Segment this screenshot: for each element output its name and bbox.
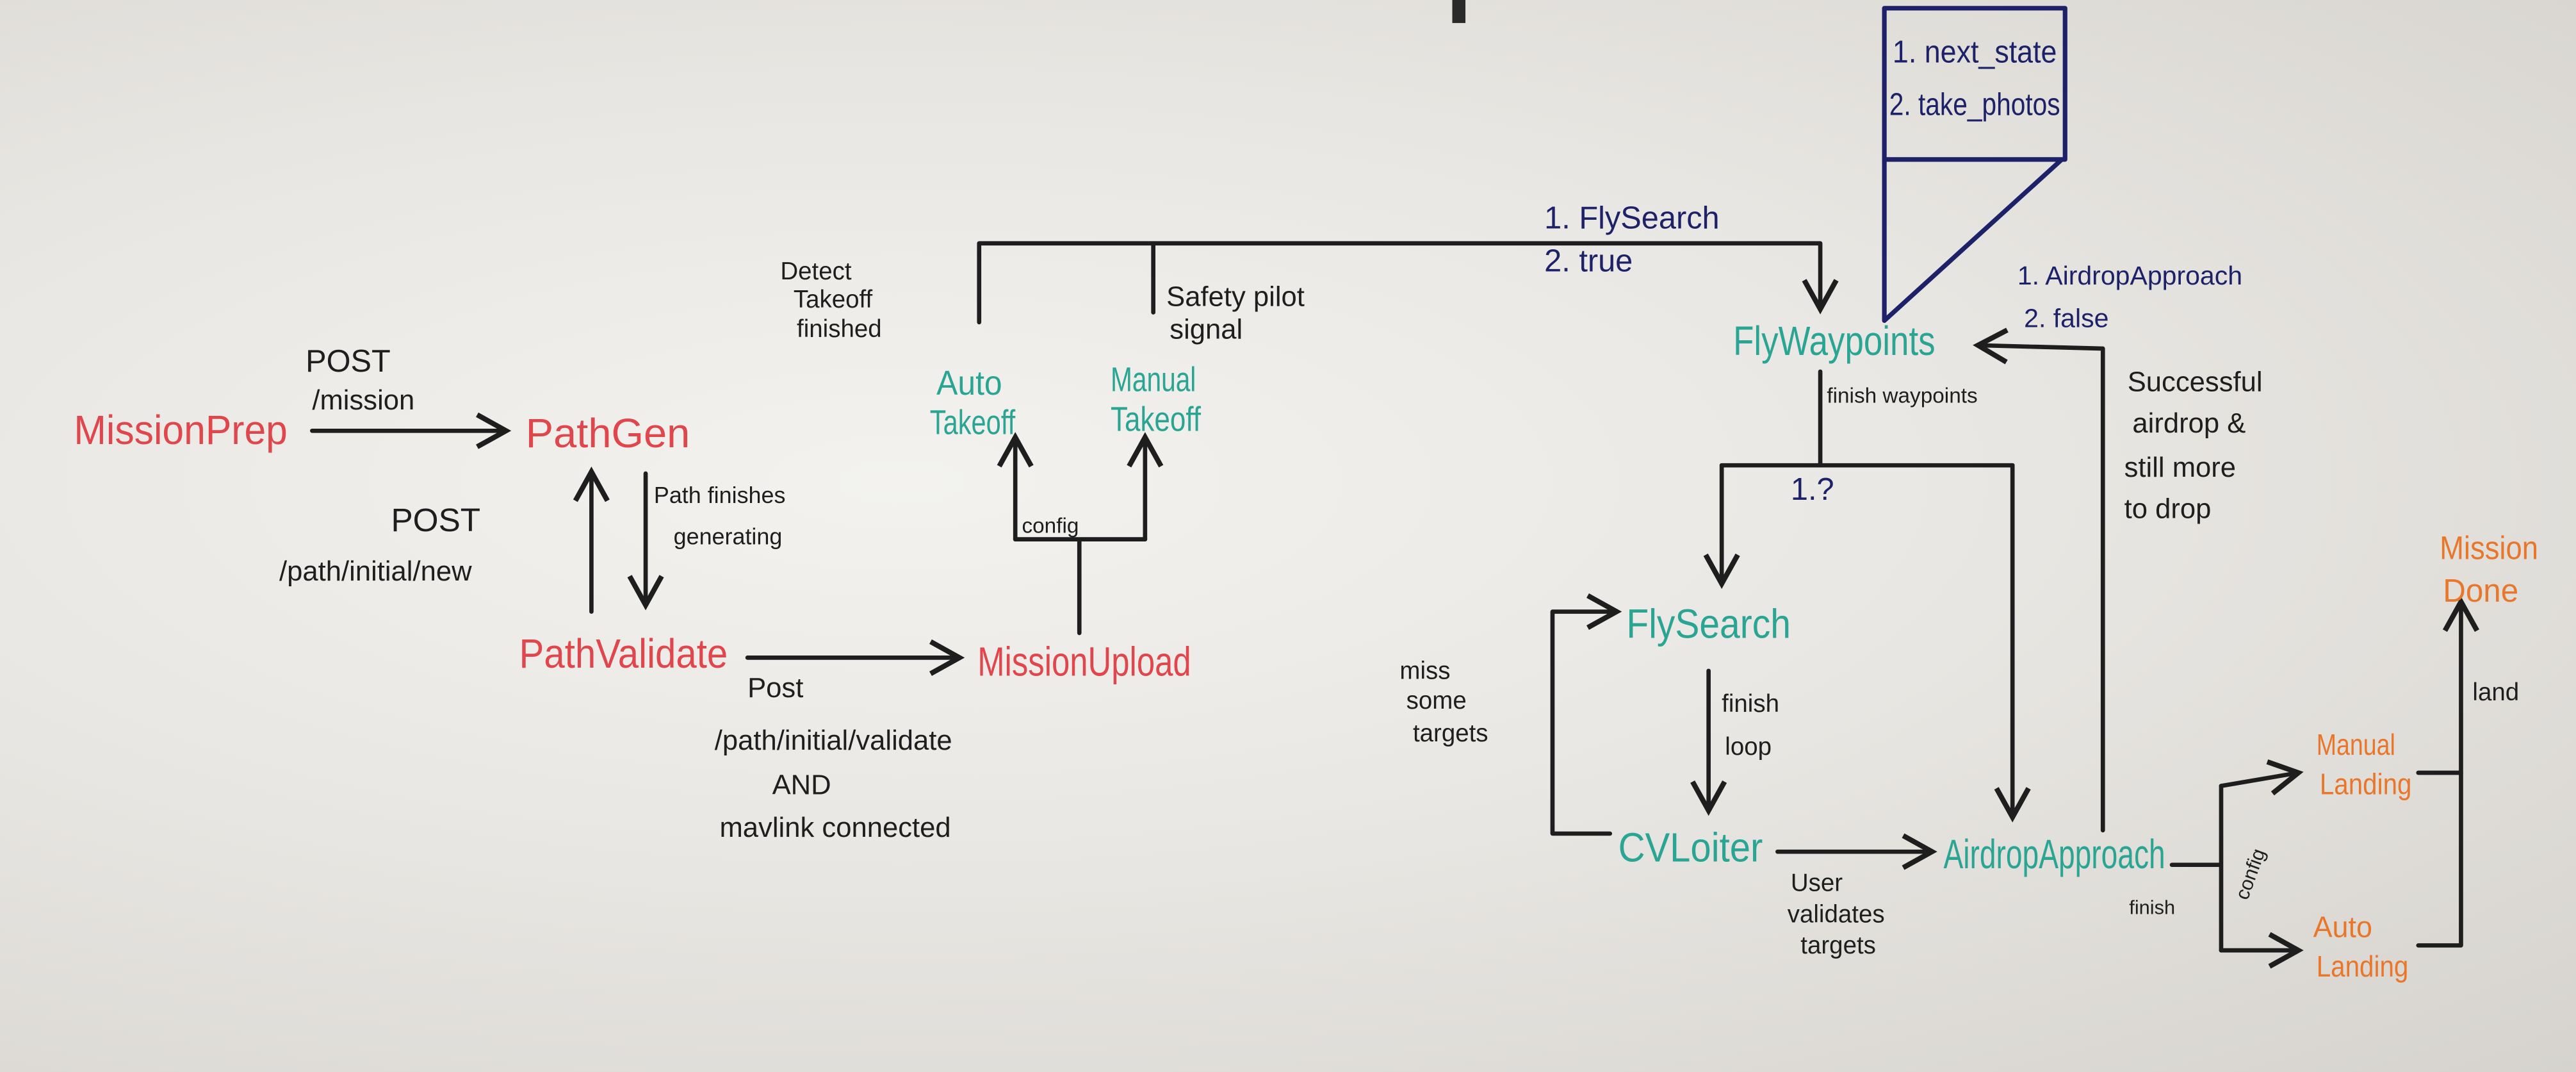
node-auto-landing-line1: Auto — [2313, 911, 2372, 944]
label-generating: generating — [674, 523, 783, 549]
node-cv-loiter: CVLoiter — [1618, 825, 1763, 871]
label-validates: validates — [1788, 900, 1885, 928]
node-fly-search: FlySearch — [1626, 601, 1791, 647]
edge-to-manual-landing — [2219, 759, 2304, 796]
label-false: 2. false — [2024, 304, 2108, 333]
node-fly-waypoints: FlyWaypoints — [1733, 318, 1936, 364]
node-manual-takeoff-line2: Takeoff — [1111, 400, 1202, 438]
label-detect: Detect — [780, 258, 851, 285]
label-finished: finished — [797, 315, 882, 343]
node-auto-landing-line2: Landing — [2317, 950, 2409, 983]
label-post: POST — [391, 502, 480, 538]
node-mission-done-line1: Mission — [2440, 529, 2538, 566]
legend-take-photos: 2. take_photos — [1889, 88, 2060, 122]
label-next-state-flysearch: 1. FlySearch — [1544, 201, 1720, 236]
label-targets: targets — [1800, 932, 1876, 959]
node-mission-done-line2: Done — [2443, 572, 2518, 609]
label-still-more: still more — [2124, 452, 2236, 483]
edge-landing-missiondone — [2416, 596, 2479, 948]
edge-takeoff-flywaypoints — [977, 241, 1839, 325]
edge-config-split — [1013, 537, 1148, 636]
label-config: config — [1022, 514, 1079, 538]
label-mission-route: /mission — [312, 385, 414, 416]
label-post: Post — [747, 673, 803, 704]
node-airdrop-approach: AirdropApproach — [1943, 831, 2165, 877]
label-and: AND — [772, 770, 831, 800]
label-config: config — [2231, 845, 2270, 902]
label-signal: signal — [1170, 315, 1243, 345]
label-branch-question: 1.? — [1791, 472, 1834, 507]
legend-box: 1. next_state 2. take_photos — [1882, 6, 2067, 323]
label-path-initial-new: /path/initial/new — [279, 556, 472, 587]
edge-airdrop-flywaypoints — [1973, 327, 2105, 833]
label-finish: finish — [2129, 896, 2175, 919]
node-auto-takeoff-line1: Auto — [936, 364, 1002, 402]
edge-finish-waypoints — [1719, 369, 2015, 468]
label-path-finishes: Path finishes — [654, 482, 786, 508]
label-take-photos-true: 2. true — [1544, 243, 1633, 278]
label-user: User — [1791, 870, 1843, 897]
node-auto-takeoff-line2: Takeoff — [930, 403, 1016, 441]
label-path-initial-validate: /path/initial/validate — [715, 725, 952, 756]
label-loop: loop — [1725, 733, 1772, 761]
legend-next-state: 1. next_state — [1893, 35, 2057, 69]
edge-landing-split — [2169, 784, 2224, 953]
label-some: some — [1406, 687, 1467, 714]
label-targets: targets — [1413, 720, 1488, 747]
label-post: POST — [306, 344, 391, 379]
label-takeoff: Takeoff — [794, 286, 873, 313]
node-path-gen: PathGen — [526, 410, 690, 456]
marker-pen — [1452, 0, 1466, 23]
label-safety-pilot: Safety pilot — [1166, 281, 1305, 312]
label-land: land — [2472, 679, 2519, 706]
label-finish-waypoints: finish waypoints — [1827, 384, 1977, 408]
edge-cvloiter-flysearch-loop — [1550, 593, 1622, 836]
node-manual-landing-line1: Manual — [2317, 728, 2395, 761]
node-manual-landing-line2: Landing — [2320, 767, 2412, 800]
label-miss: miss — [1399, 657, 1450, 685]
label-to-drop: to drop — [2124, 493, 2212, 524]
label-airdrop-approach-next: 1. AirdropApproach — [2018, 261, 2242, 290]
label-mavlink-connected: mavlink connected — [719, 812, 950, 843]
node-mission-upload: MissionUpload — [977, 639, 1191, 685]
node-path-validate: PathValidate — [519, 631, 728, 677]
label-successful: Successful — [2128, 367, 2263, 398]
label-finish: finish — [1722, 690, 1779, 718]
node-mission-prep: MissionPrep — [74, 407, 287, 453]
label-airdrop-and: airdrop & — [2132, 408, 2246, 439]
node-manual-takeoff-line1: Manual — [1111, 361, 1196, 399]
